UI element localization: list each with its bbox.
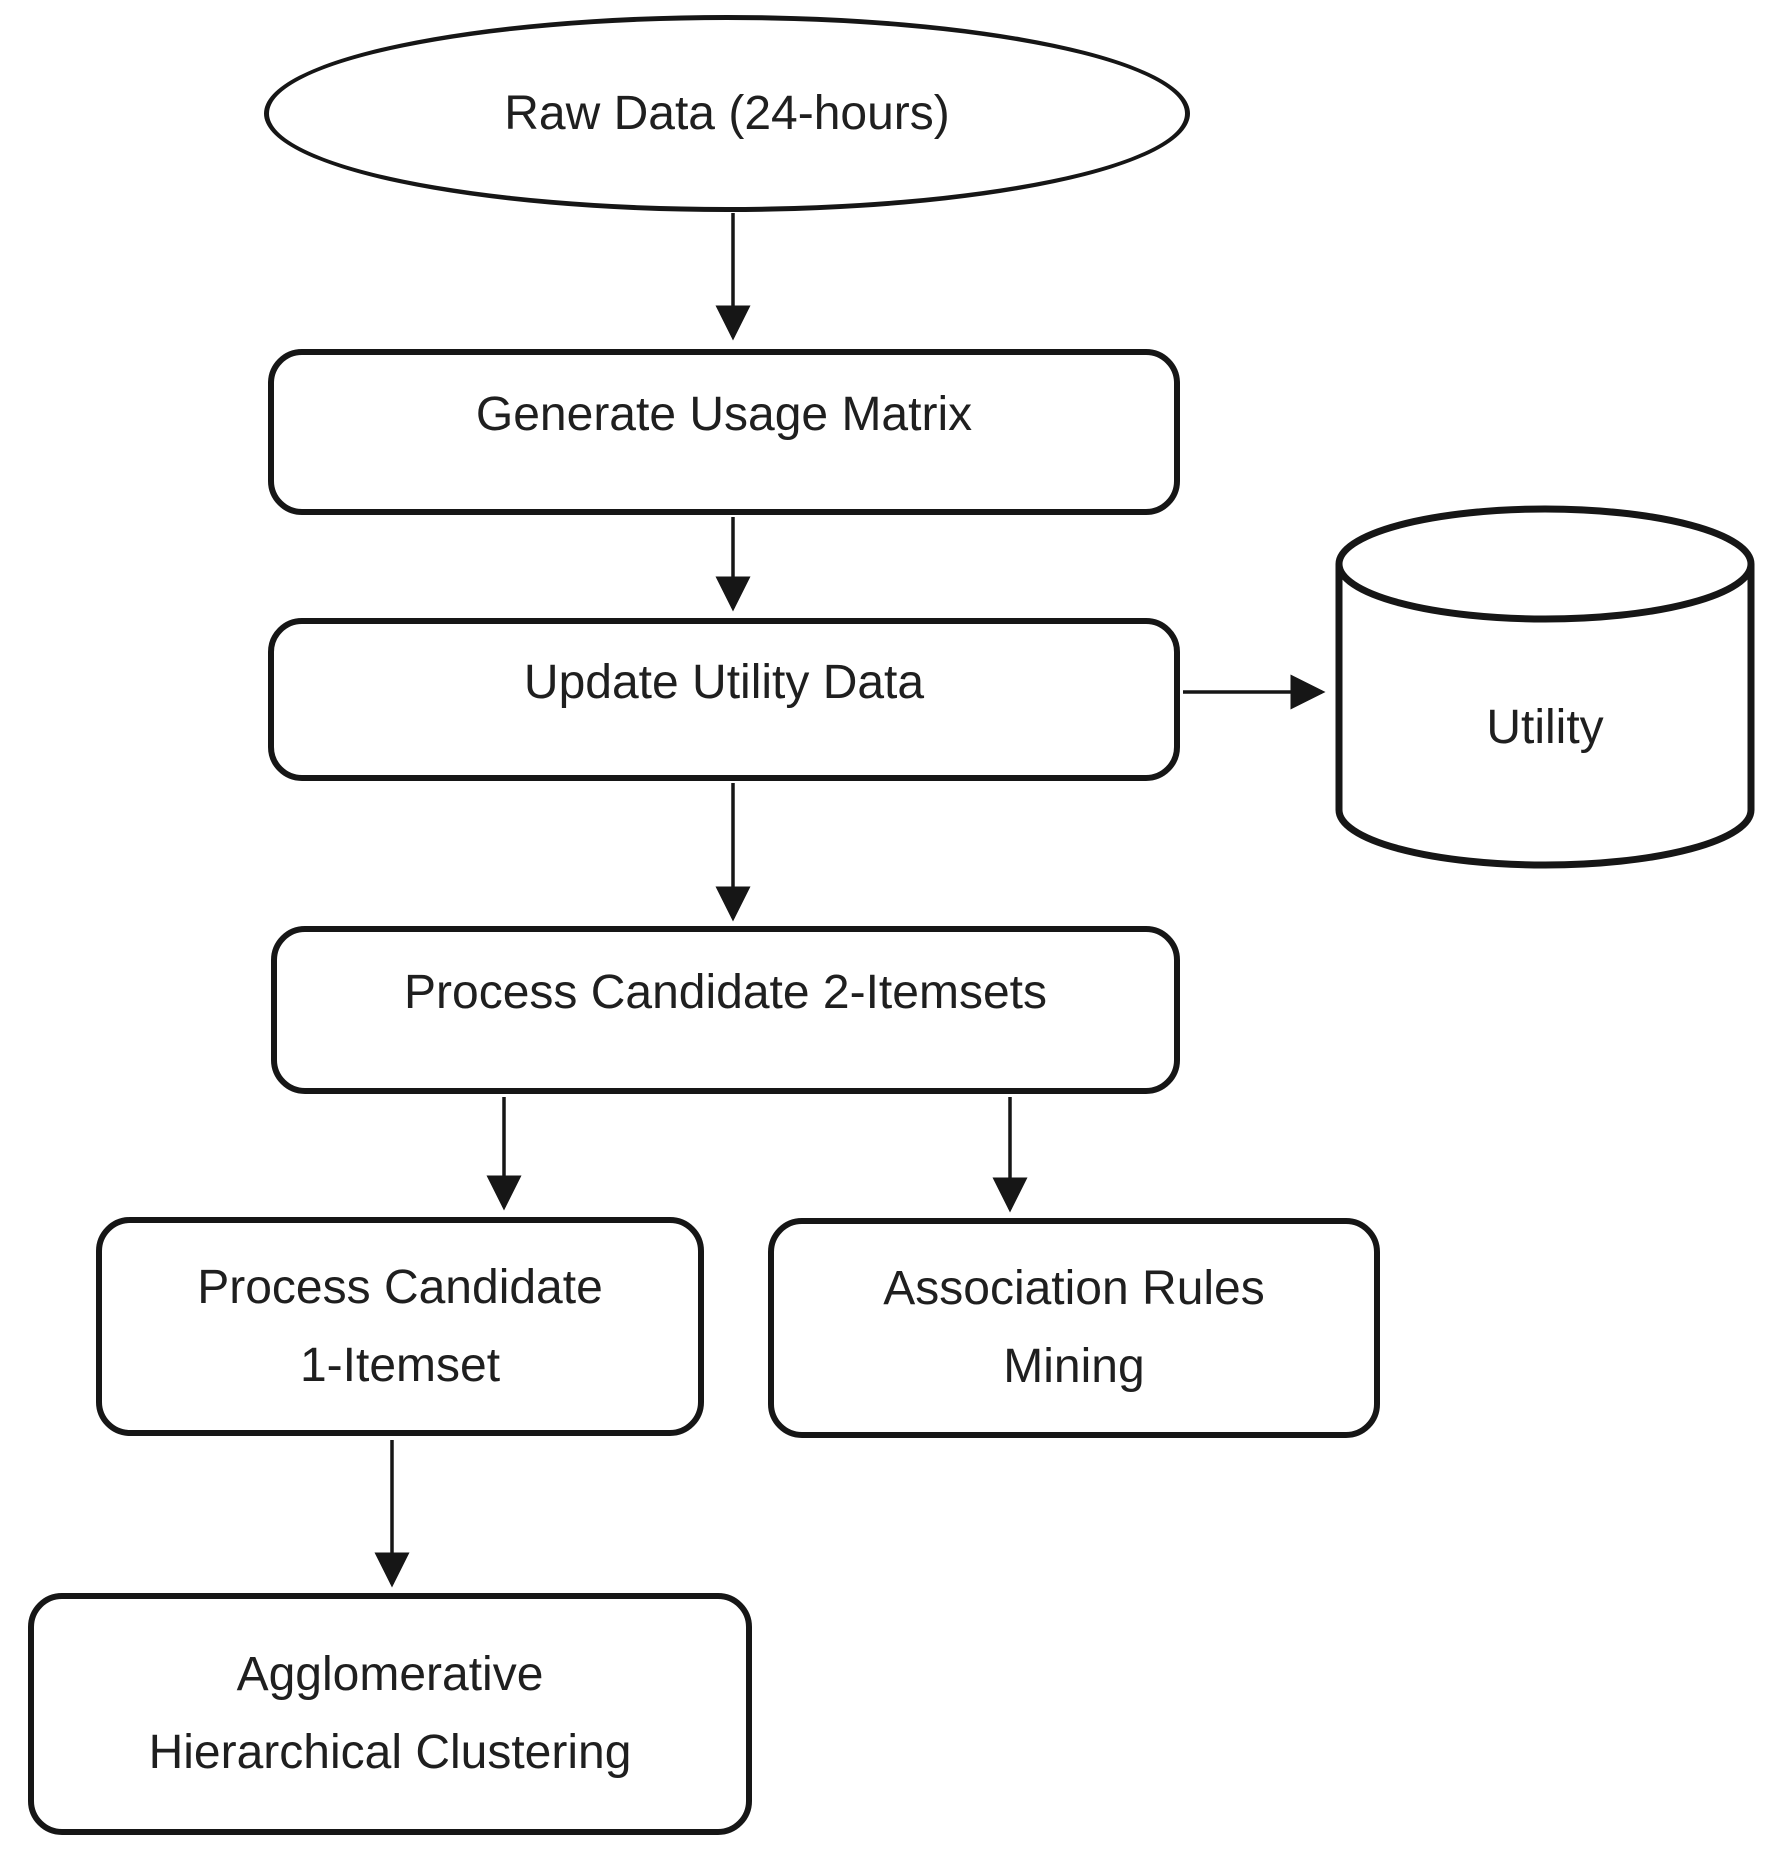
node-process-candidate-2-itemsets-label: Process Candidate 2-Itemsets xyxy=(404,966,1047,1020)
database-cylinder-icon xyxy=(1335,505,1755,869)
node-raw-data-label: Raw Data (24-hours) xyxy=(504,86,950,140)
node-update-utility-data-label: Update Utility Data xyxy=(523,655,925,709)
node-raw-data: Raw Data (24-hours) xyxy=(264,15,1190,212)
node-process-candidate-1-itemset-label: Process Candidate 1-Itemset xyxy=(197,1260,603,1392)
node-agglomerative-hierarchical-clustering-label: Agglomerative Hierarchical Clustering xyxy=(148,1648,632,1779)
node-utility-db-label: Utility xyxy=(1486,700,1604,754)
node-process-candidate-2-itemsets: Process Candidate 2-Itemsets xyxy=(271,926,1180,1094)
node-association-rules-mining: Association Rules Mining xyxy=(768,1218,1380,1438)
node-utility-db-label-wrap: Utility xyxy=(1332,502,1758,912)
node-agglomerative-hierarchical-clustering: Agglomerative Hierarchical Clustering xyxy=(28,1593,752,1835)
node-utility-db: Utility xyxy=(1332,502,1758,872)
node-process-candidate-1-itemset: Process Candidate 1-Itemset xyxy=(96,1217,704,1436)
node-generate-usage-matrix: Generate Usage Matrix xyxy=(268,349,1180,515)
node-generate-usage-matrix-label: Generate Usage Matrix xyxy=(475,388,973,442)
node-association-rules-mining-label: Association Rules Mining xyxy=(883,1262,1265,1393)
node-update-utility-data: Update Utility Data xyxy=(268,618,1180,781)
